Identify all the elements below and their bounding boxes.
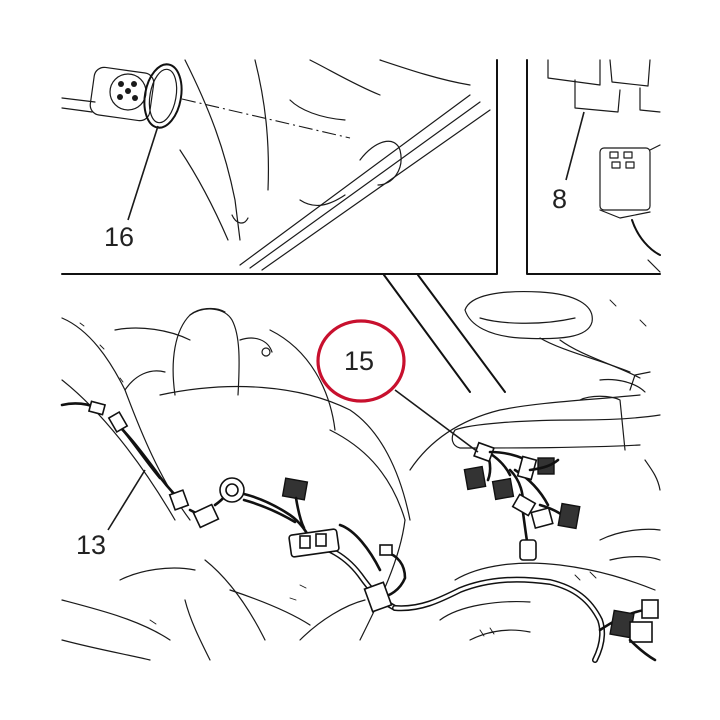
leader-15 — [394, 389, 479, 453]
leader-13 — [107, 469, 146, 531]
inset-right-frame — [526, 59, 661, 275]
hatch-marks — [79, 299, 647, 637]
callout-13: 13 — [76, 530, 106, 560]
wiring-harness-13 — [60, 400, 659, 663]
o-ring-seal — [143, 63, 183, 129]
highlight-ring — [316, 319, 406, 403]
leader-16 — [127, 125, 159, 221]
leader-8 — [565, 111, 585, 181]
inset-seal-detail — [61, 59, 491, 271]
inset-relay-detail — [547, 59, 661, 273]
wiring-harness-15 — [394, 389, 581, 561]
inset-frames — [61, 59, 661, 393]
callout-8: 8 — [552, 184, 567, 214]
callout-15: 15 — [344, 346, 374, 376]
inset-pointer-line-2 — [383, 274, 471, 393]
inset-pointer-line — [417, 274, 506, 393]
motorcycle-bodywork — [61, 291, 661, 661]
callout-16: 16 — [104, 222, 134, 252]
inset-left-frame — [61, 59, 498, 275]
